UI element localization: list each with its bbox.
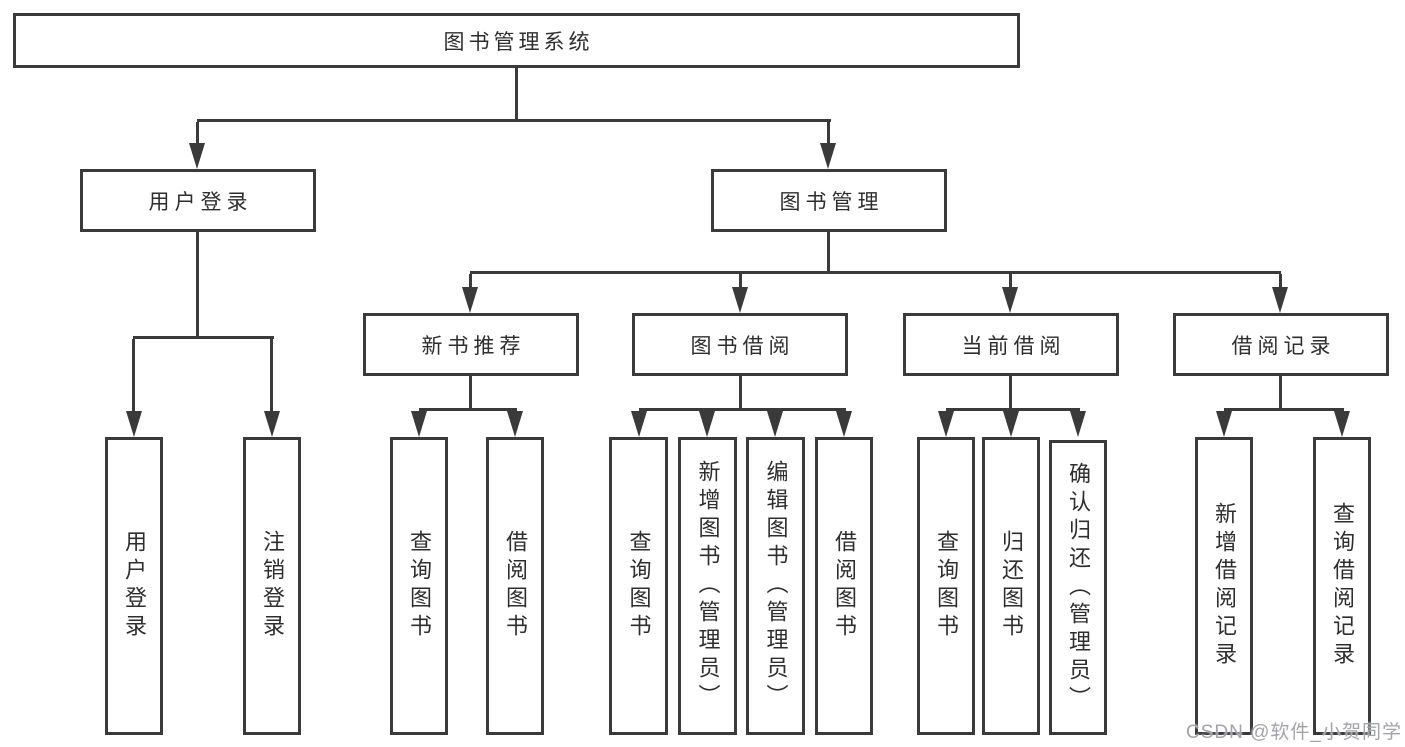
- node-label: 新增图书（管理员）: [695, 460, 721, 712]
- node-library-system: 图书管理系统: [13, 13, 1020, 68]
- arrowhead: [507, 411, 523, 437]
- arrowhead: [1334, 411, 1350, 437]
- node-leaf-search-books: 查询图书: [390, 437, 448, 735]
- node-book-borrowing: 图书借阅: [632, 313, 848, 376]
- node-label: 注销登录: [260, 530, 285, 642]
- node-leaf-search-books: 查询图书: [917, 437, 975, 735]
- node-label: 用户登录: [148, 190, 253, 214]
- arrowhead: [767, 411, 783, 437]
- node-leaf-search-books: 查询图书: [609, 437, 668, 735]
- connector-rail: [639, 408, 846, 411]
- connector-stub: [132, 339, 135, 413]
- connector-trunk: [827, 232, 830, 271]
- connector-stub: [827, 122, 830, 145]
- arrowhead: [126, 411, 142, 437]
- node-label: 新增借阅记录: [1212, 502, 1237, 670]
- arrowhead: [411, 411, 427, 437]
- connector-trunk: [1009, 376, 1012, 408]
- arrowhead: [938, 411, 954, 437]
- connector-stub: [739, 274, 742, 289]
- arrowhead: [1002, 287, 1018, 313]
- node-label: 确认归还（管理员）: [1066, 461, 1091, 714]
- node-label: 图书借阅: [690, 334, 795, 358]
- node-leaf-add-borrow-record: 新增借阅记录: [1195, 437, 1253, 735]
- node-current-borrowing: 当前借阅: [903, 313, 1119, 376]
- connector-stub: [1279, 274, 1282, 289]
- connector-trunk: [739, 376, 742, 408]
- node-label: 借阅图书: [832, 530, 857, 642]
- node-label: 查询图书: [407, 530, 432, 642]
- arrowhead: [1216, 411, 1232, 437]
- connector-trunk: [196, 232, 199, 336]
- connector-trunk: [1279, 376, 1282, 408]
- arrowhead: [1070, 411, 1086, 437]
- arrowhead: [836, 411, 852, 437]
- connector-stub: [270, 339, 273, 413]
- node-label: 查询图书: [626, 530, 652, 642]
- arrowhead: [1272, 287, 1288, 313]
- node-book-management: 图书管理: [711, 169, 947, 232]
- connector-level2-rail: [197, 119, 831, 122]
- node-label: 当前借阅: [961, 334, 1066, 358]
- connector-level3-rail: [470, 271, 1281, 274]
- arrowhead: [462, 287, 478, 313]
- arrowhead: [264, 411, 280, 437]
- node-label: 查询借阅记录: [1330, 502, 1355, 670]
- node-label: 图书管理系统: [443, 30, 594, 54]
- arrowhead: [699, 411, 715, 437]
- csdn-watermark: CSDN @软件_小贺同学: [1186, 722, 1402, 743]
- node-leaf-add-books-admin: 新增图书（管理员）: [678, 437, 737, 735]
- node-new-book-recommendation: 新书推荐: [363, 313, 579, 376]
- connector-rail: [1224, 408, 1344, 411]
- node-label: 借阅图书: [503, 530, 528, 642]
- arrowhead: [732, 287, 748, 313]
- node-leaf-search-borrow-record: 查询借阅记录: [1313, 437, 1371, 735]
- node-leaf-user-login: 用户登录: [105, 437, 163, 735]
- node-leaf-borrow-books: 借阅图书: [815, 437, 873, 735]
- node-label: 图书管理: [779, 190, 884, 214]
- node-leaf-confirm-return-admin: 确认归还（管理员）: [1049, 440, 1107, 735]
- node-label: 用户登录: [122, 530, 147, 642]
- node-label: 新书推荐: [421, 334, 526, 358]
- connector-stub: [1009, 274, 1012, 289]
- connector-rail: [946, 408, 1080, 411]
- connector-trunk: [469, 376, 472, 408]
- connector-rail: [419, 408, 517, 411]
- arrowhead: [1003, 411, 1019, 437]
- node-borrowing-records: 借阅记录: [1173, 313, 1389, 376]
- node-label: 编辑图书（管理员）: [763, 460, 789, 712]
- connector-rail: [133, 336, 274, 339]
- node-user-login-group: 用户登录: [80, 169, 316, 232]
- node-leaf-return-books: 归还图书: [982, 437, 1040, 735]
- connector-stub: [196, 122, 199, 145]
- arrowhead: [189, 143, 205, 169]
- connector-root-trunk: [515, 68, 518, 119]
- node-leaf-logout: 注销登录: [243, 437, 301, 735]
- node-label: 查询图书: [934, 530, 959, 642]
- arrowhead: [631, 411, 647, 437]
- arrowhead: [820, 143, 836, 169]
- node-label: 归还图书: [999, 530, 1024, 642]
- node-label: 借阅记录: [1231, 334, 1336, 358]
- connector-stub: [469, 274, 472, 289]
- node-leaf-borrow-books: 借阅图书: [486, 437, 544, 735]
- node-leaf-edit-books-admin: 编辑图书（管理员）: [746, 437, 805, 735]
